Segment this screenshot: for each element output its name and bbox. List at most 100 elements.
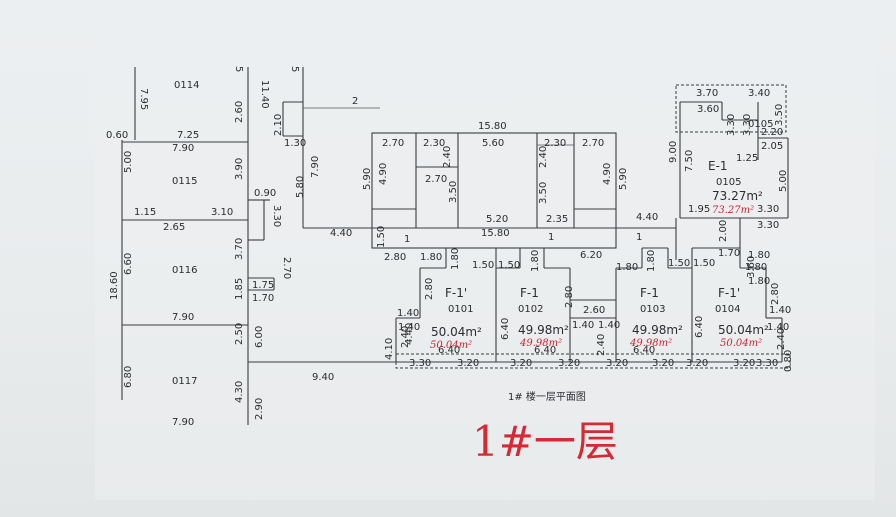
dim-label: 3.20: [558, 358, 580, 369]
plan-caption: 1# 楼一层平面图: [508, 390, 586, 403]
dim-label: 5.00: [778, 170, 789, 192]
dim-label: 6.00: [254, 326, 265, 348]
dim-label: 3.30: [409, 358, 431, 369]
dim-label: 1.75: [252, 280, 274, 291]
dim-label: 9.40: [312, 372, 334, 383]
dim-label: 0.60: [106, 130, 128, 141]
dim-label: 18.60: [109, 271, 120, 300]
paper-sheet: [95, 30, 875, 500]
left-column-dimensions: 5 11.40 2.60 3.90 0.90 3.30 3.70 2.70 1.…: [233, 66, 334, 420]
dim-label: 3.20: [733, 358, 755, 369]
dim-label: 5.60: [482, 138, 504, 149]
dim-label: 2.80: [384, 252, 406, 263]
dim-label: 3.30: [271, 205, 282, 227]
dim-label: 1.80: [646, 250, 657, 272]
dim-label: 3.20: [652, 358, 674, 369]
left-dimensions: 7.95 0.60 7.25 7.90 5.00 1.15 3.10 2.65 …: [106, 88, 233, 428]
dim-label: 3.10: [211, 207, 233, 218]
unit-row-walls: [395, 247, 791, 369]
dim-label: 3.60: [746, 256, 757, 278]
dim-label: 2.10: [273, 114, 284, 136]
dim-label: 2.35: [546, 214, 568, 225]
dim-label: 6.40: [438, 345, 460, 356]
dim-label: 1.40: [572, 320, 594, 331]
room-number: 0101: [448, 304, 473, 315]
dim-label: 3.90: [234, 158, 245, 180]
dim-label: 2.70: [582, 138, 604, 149]
dim-label: 1.40: [398, 322, 420, 333]
dim-label: 1.50: [376, 226, 387, 248]
unit-area: 50.04m²: [718, 323, 769, 337]
middle-dimensions: 5 2 2.10 1.30 7.90 5.80 4.40: [273, 66, 358, 239]
dim-label: 9.00: [668, 141, 679, 163]
dim-label: 2.40: [538, 146, 549, 168]
dim-label: 2.80: [564, 286, 575, 308]
dim-label: 4.90: [378, 163, 389, 185]
dim-label: 2.30: [544, 138, 566, 149]
dim-label: 3.30: [757, 220, 779, 231]
handwritten-area: 49.98m²: [519, 338, 562, 349]
dim-label: 3.40: [748, 88, 770, 99]
dim-label: 2.80: [424, 278, 435, 300]
room-number: 0102: [518, 304, 543, 315]
dim-label: 2.60: [234, 101, 245, 123]
dim-label: 1.70: [252, 293, 274, 304]
dim-label: 3.20: [606, 358, 628, 369]
dim-label: 1.50: [693, 258, 715, 269]
dim-label: 5.20: [486, 214, 508, 225]
dim-label: 1: [404, 234, 410, 245]
room-number: 0117: [172, 376, 197, 387]
handwritten-area: 50.04m²: [720, 338, 762, 349]
dim-label: 2.60: [583, 305, 605, 316]
room-number: 0103: [640, 304, 665, 315]
dim-label: 1.80: [748, 250, 770, 261]
dim-label: 2.40: [400, 326, 411, 348]
dim-label: 1.50: [668, 258, 690, 269]
unit-area: 50.04m²: [431, 325, 482, 339]
room-number: 0116: [172, 265, 197, 276]
dim-label: 3.30: [742, 114, 753, 136]
dim-label: 7.95: [138, 88, 149, 110]
dim-label: 3.70: [234, 238, 245, 260]
dim-label: 2.65: [163, 222, 185, 233]
dim-label: 2: [352, 96, 358, 107]
dim-label: 1.85: [234, 278, 245, 300]
dim-label: 2.40: [442, 146, 453, 168]
dim-label: 1.70: [718, 248, 740, 259]
unit-area: 49.98m²: [632, 323, 683, 337]
dim-label: 7.90: [310, 156, 321, 178]
dim-label: 0.80: [783, 350, 794, 372]
dim-label: 1.15: [134, 207, 156, 218]
dim-label: 7.90: [172, 143, 194, 154]
room-number: 0114: [174, 80, 199, 91]
dim-label: 1.80: [745, 262, 767, 273]
dim-label: 5: [233, 66, 244, 72]
dim-label: 6.20: [580, 250, 602, 261]
dim-label: 3.70: [696, 88, 718, 99]
dim-label: 4.10: [384, 338, 395, 360]
dim-label: 7.90: [172, 312, 194, 323]
dim-label: 2.90: [254, 398, 265, 420]
dim-label: 1: [636, 232, 642, 243]
dim-label: 3.30: [756, 358, 778, 369]
room-number: 0105: [716, 177, 741, 188]
dim-label: 7.25: [177, 130, 199, 141]
dim-label: 5: [289, 66, 300, 72]
dim-label: 3.20: [457, 358, 479, 369]
handwritten-area: 49.98m²: [629, 338, 672, 349]
left-wing-walls: [121, 67, 396, 425]
dim-label: 1.80: [450, 248, 461, 270]
dim-label: 2.70: [382, 138, 404, 149]
dim-label: 4.90: [602, 163, 613, 185]
dim-label: 2.00: [718, 220, 729, 242]
unit-type: E-1: [708, 159, 728, 173]
room-number: 0105: [748, 119, 773, 130]
dim-label: 1.80: [530, 250, 541, 272]
dim-label: 1.50: [472, 260, 494, 271]
dim-label: 1.50: [498, 260, 520, 271]
dim-label: 2.05: [761, 141, 783, 152]
handwritten-area: 50.04m²: [430, 340, 472, 351]
dim-label: 1.25: [736, 153, 758, 164]
dim-label: 4.40: [404, 323, 415, 345]
